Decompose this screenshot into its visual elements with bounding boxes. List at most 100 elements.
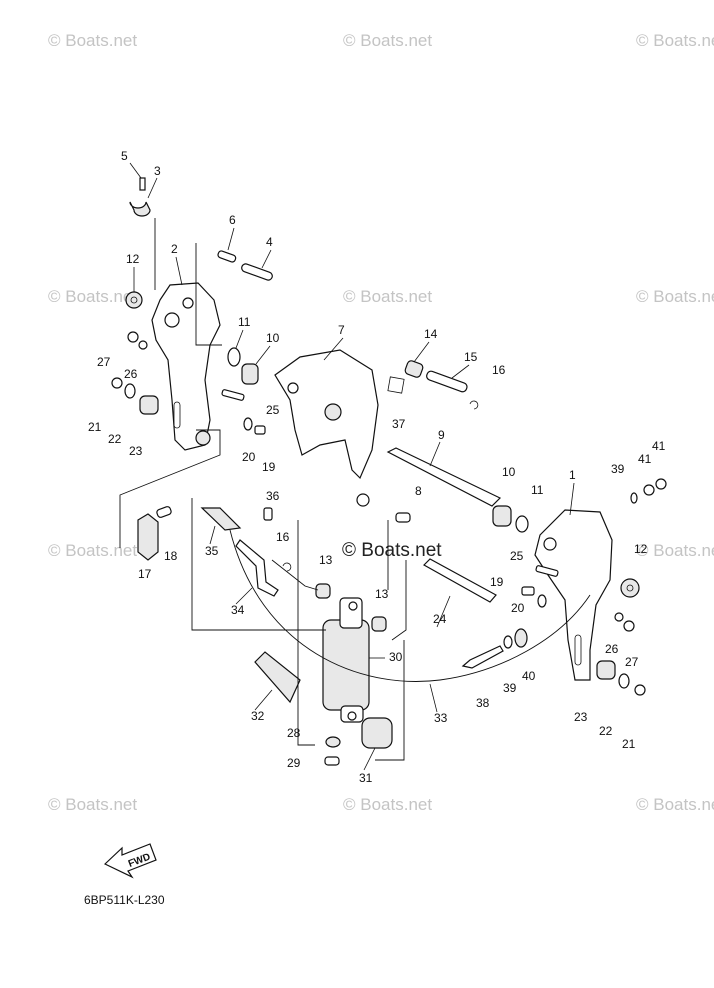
callout-label: 15 xyxy=(464,350,478,364)
callout-labels: 5 3 6 4 2 12 11 10 27 26 21 22 23 25 20 … xyxy=(88,149,666,785)
center-watermark: © Boats.net xyxy=(342,540,442,561)
callout-label: 26 xyxy=(605,642,619,656)
lever-34 xyxy=(235,539,279,597)
washer-26 xyxy=(138,340,148,350)
callout-label: 41 xyxy=(652,439,666,453)
callout-label: 11 xyxy=(238,315,251,329)
nut-41-b xyxy=(655,478,667,490)
watermark: © Boats.net xyxy=(343,287,432,306)
pin-15 xyxy=(426,370,468,393)
grease-nipple-19 xyxy=(254,425,266,435)
washer-39 xyxy=(503,635,513,649)
watermark: © Boats.net xyxy=(48,287,137,306)
bolt-21-right xyxy=(634,684,646,696)
callout-label: 20 xyxy=(242,450,256,464)
callout-label: 41 xyxy=(638,452,652,466)
watermark-layer: © Boats.net © Boats.net © Boats.net © Bo… xyxy=(48,31,714,814)
parts-drawing xyxy=(111,177,667,766)
callout-label: 2 xyxy=(171,242,178,256)
callout-label: 20 xyxy=(511,601,525,615)
callout-label: 21 xyxy=(88,420,102,434)
callout-label: 16 xyxy=(276,530,290,544)
bushing-14 xyxy=(404,360,424,378)
callout-label: 5 xyxy=(121,149,128,163)
callout-label: 14 xyxy=(424,327,438,341)
clip-16-lower xyxy=(282,562,292,572)
clip-16 xyxy=(469,400,479,410)
callout-label: 26 xyxy=(124,367,138,381)
callout-label: 35 xyxy=(205,544,219,558)
watermark: © Boats.net xyxy=(636,795,714,814)
bushing-31 xyxy=(361,717,393,749)
watermark: © Boats.net xyxy=(48,31,137,50)
callout-label: 8 xyxy=(415,484,422,498)
callout-label: 27 xyxy=(625,655,639,669)
screw-36 xyxy=(263,507,273,521)
callout-label: 11 xyxy=(531,483,544,497)
callout-label: 24 xyxy=(433,612,447,626)
bolt-18 xyxy=(156,506,172,518)
tilt-cylinder xyxy=(322,619,370,711)
callout-label: 25 xyxy=(266,403,280,417)
callout-label: 13 xyxy=(319,553,333,567)
washer-39-right xyxy=(630,492,638,504)
washer-26-right xyxy=(614,612,624,622)
plate-37 xyxy=(387,376,405,394)
washer-40 xyxy=(514,628,528,648)
callout-label: 1 xyxy=(569,468,576,482)
washer-20-right xyxy=(537,594,547,608)
fwd-arrow-icon: FWD xyxy=(103,843,157,879)
callout-label: 28 xyxy=(287,726,301,740)
watermark: © Boats.net xyxy=(48,541,137,560)
nut-12-right xyxy=(620,578,640,598)
callout-label: 18 xyxy=(164,549,178,563)
bushing-3 xyxy=(129,201,151,217)
washer-11 xyxy=(227,347,241,367)
callout-label: 23 xyxy=(574,710,588,724)
washer-20 xyxy=(243,417,253,431)
callout-label: 10 xyxy=(266,331,280,345)
nut-27-right xyxy=(623,620,635,632)
callout-label: 3 xyxy=(154,164,161,178)
callout-label: 13 xyxy=(375,587,389,601)
callout-label: 39 xyxy=(611,462,625,476)
watermark: © Boats.net xyxy=(48,795,137,814)
callout-label: 23 xyxy=(129,444,143,458)
diagram-code: 6BP511K-L230 xyxy=(84,893,165,907)
bushing-23-right xyxy=(596,660,616,680)
pin-5 xyxy=(139,177,146,191)
callout-label: 19 xyxy=(490,575,504,589)
bolt-21 xyxy=(111,377,123,389)
watermark: © Boats.net xyxy=(343,31,432,50)
nut-27 xyxy=(127,331,139,343)
screw-29 xyxy=(324,756,340,766)
callout-label: 22 xyxy=(599,724,613,738)
callout-label: 25 xyxy=(510,549,524,563)
callout-label: 12 xyxy=(126,252,140,266)
pin-4 xyxy=(241,263,273,281)
bushing-10-right xyxy=(492,505,512,527)
washer-22-right xyxy=(618,673,630,689)
washer-22 xyxy=(124,383,136,399)
watermark: © Boats.net xyxy=(343,795,432,814)
tilt-shaft xyxy=(386,447,502,507)
watermark: © Boats.net xyxy=(636,287,714,306)
callout-label: 32 xyxy=(251,709,265,723)
grease-nipple-19-right xyxy=(521,586,535,596)
lead-wire-33 xyxy=(229,529,591,682)
callout-label: 36 xyxy=(266,489,280,503)
bolt-6 xyxy=(217,250,237,263)
bushing-13-b xyxy=(371,616,387,632)
grease-nipple-8 xyxy=(395,512,411,523)
callout-label: 16 xyxy=(492,363,506,377)
callout-label: 12 xyxy=(634,542,648,556)
bushing-13-a xyxy=(315,583,331,599)
bushing-23 xyxy=(139,395,159,415)
callout-label: 22 xyxy=(108,432,122,446)
screw-25 xyxy=(221,389,245,401)
plate-35 xyxy=(200,507,242,531)
bushing-10 xyxy=(241,363,259,385)
washer-11-right xyxy=(515,515,529,533)
callout-label: 39 xyxy=(503,681,517,695)
